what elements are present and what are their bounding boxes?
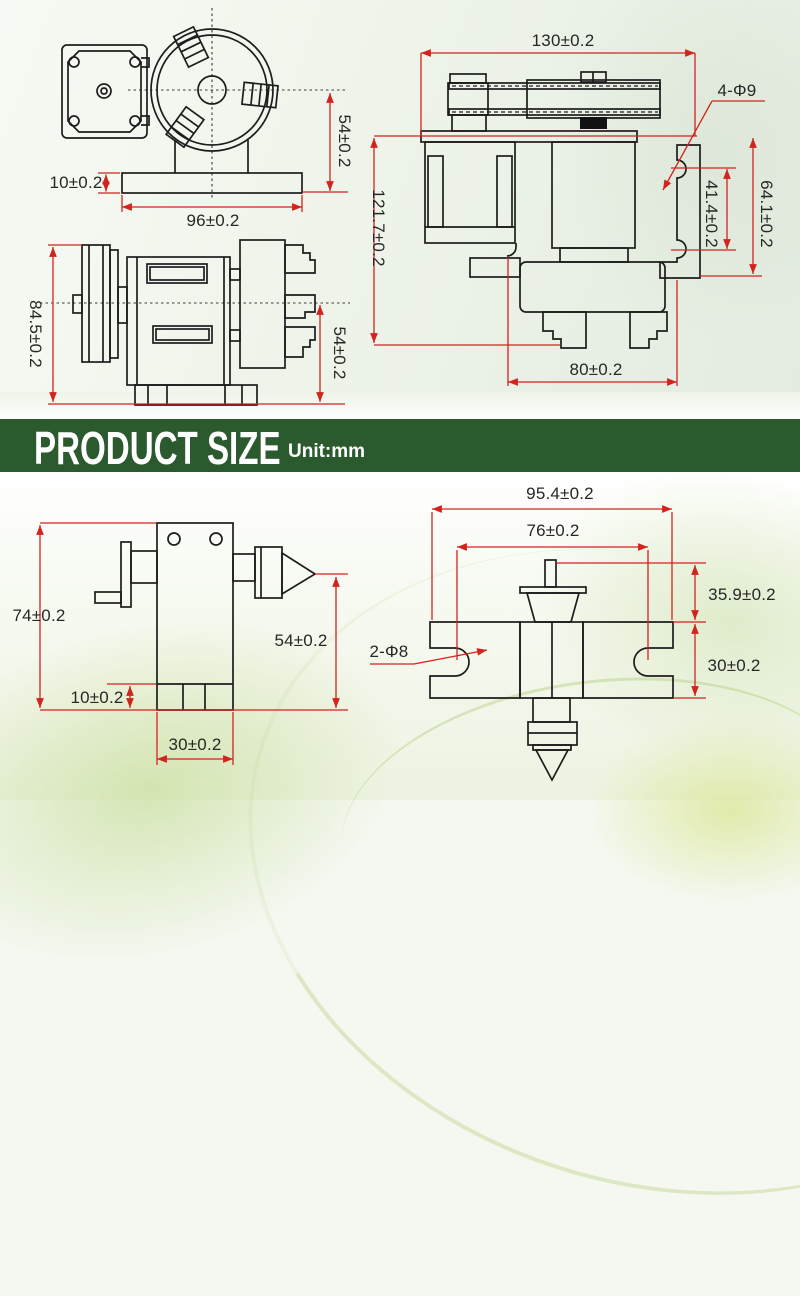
dim-label-top-outer-height: 64.1±0.2 [757, 180, 776, 248]
dim-label-tst-total-width: 95.4±0.2 [526, 484, 594, 503]
dim-label-top-chuck-width: 80±0.2 [569, 360, 623, 379]
dim-label-tsf-center-height: 54±0.2 [274, 631, 328, 650]
dim-label-front-base-height: 10±0.2 [49, 173, 103, 192]
dim-label-tst-mount-holes: 2-Φ8 [369, 642, 409, 661]
dim-label-tst-slot-spacing: 76±0.2 [526, 521, 580, 540]
dim-label-top-mount-holes: 4-Φ9 [717, 81, 757, 100]
technical-drawings-svg [36, 8, 765, 782]
dim-label-side-total-height: 84.5±0.2 [26, 300, 45, 368]
banner-title: PRODUCT SIZE [34, 422, 281, 475]
dim-label-tst-base-length: 30±0.2 [707, 656, 761, 675]
dim-label-tsf-base-height: 10±0.2 [70, 688, 124, 707]
dim-label-top-total-length: 121.7±0.2 [369, 189, 388, 267]
product-size-banner: PRODUCT SIZE Unit:mm [0, 419, 800, 472]
background-top-fade [0, 392, 800, 419]
dim-label-front-center-height: 54±0.2 [335, 114, 354, 168]
dim-label-tst-upper-length: 35.9±0.2 [708, 585, 776, 604]
dim-label-side-center-height: 54±0.2 [330, 326, 349, 380]
dim-label-tsf-total-height: 74±0.2 [12, 606, 66, 625]
front-view-drawing [61, 8, 348, 212]
dim-label-front-base-width: 96±0.2 [186, 211, 240, 230]
dim-label-top-inner-height: 41.4±0.2 [702, 180, 721, 248]
tailstock-top-drawing [370, 505, 706, 782]
side-view-drawing [40, 239, 350, 406]
top-view-drawing [370, 49, 765, 386]
banner-unit-label: Unit:mm [288, 441, 366, 462]
dim-label-tsf-base-width: 30±0.2 [168, 735, 222, 754]
tailstock-front-drawing [36, 522, 348, 765]
dim-label-top-total-width: 130±0.2 [531, 31, 595, 50]
